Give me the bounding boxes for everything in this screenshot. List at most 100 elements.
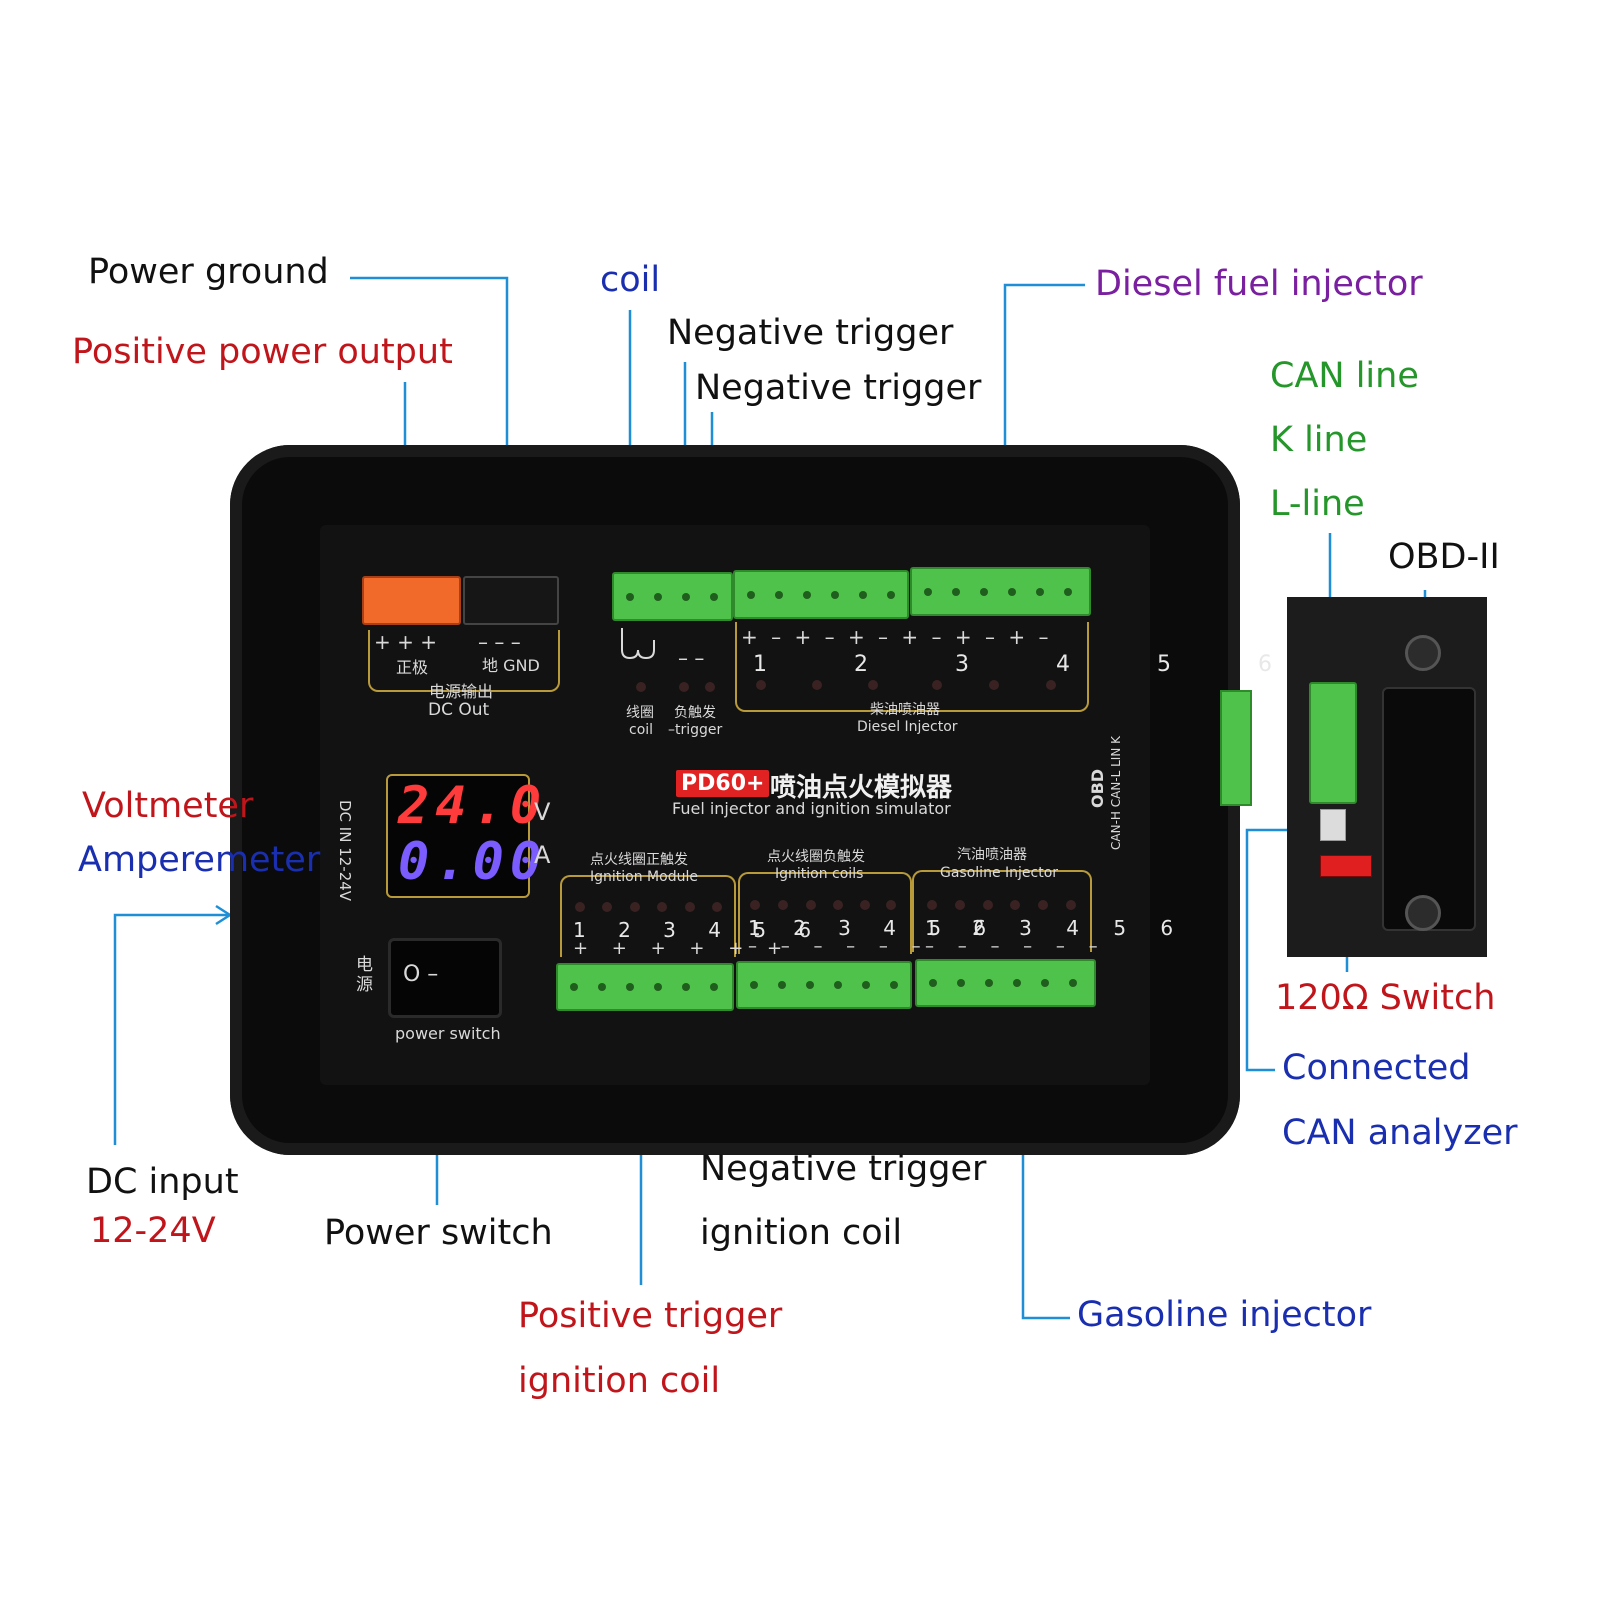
ign-module-en: Ignition Module (590, 869, 698, 885)
callout-dc-input: DC input (86, 1162, 239, 1202)
dc-in-side-label: DC IN 12-24V (336, 800, 354, 902)
obd-side-connector[interactable] (1220, 690, 1252, 806)
unit-amps: A (534, 841, 551, 869)
ign-coils-led-2 (778, 900, 788, 910)
obd-side-label: OBD (1088, 768, 1107, 808)
dc-out-positive-connector[interactable] (362, 576, 461, 625)
coil-trigger-connector[interactable] (612, 572, 733, 621)
gasoline-led-3 (983, 900, 993, 910)
callout-can-line: CAN line (1270, 356, 1419, 396)
ign-coils-minus-marks: – – – – – – (748, 936, 930, 957)
callout-amperemeter: Amperemeter (78, 840, 321, 880)
ign-coils-numbers: 1 2 3 4 5 6 (748, 916, 1000, 940)
gasoline-connector[interactable] (915, 959, 1096, 1007)
obd-mount-screw-bottom (1405, 895, 1441, 931)
callout-k-line: K line (1270, 420, 1368, 460)
dc-out-cn: 电源输出 (429, 682, 494, 701)
callout-voltmeter: Voltmeter (82, 786, 254, 826)
title-cn: 喷油点火模拟器 (770, 773, 953, 803)
dc-out-positive-cn: 正极 (396, 658, 429, 677)
ign-coils-led-5 (860, 900, 870, 910)
diesel-cn: 柴油喷油器 (870, 702, 940, 718)
can-analyzer-port[interactable] (1320, 809, 1346, 841)
callout-diesel-fuel-injector: Diesel fuel injector (1095, 264, 1423, 304)
diesel-en: Diesel Injector (857, 719, 958, 735)
diesel-connector-1[interactable] (733, 570, 909, 619)
ign-module-led-6 (712, 902, 722, 912)
can-terminal-block[interactable] (1309, 682, 1357, 804)
ign-module-plus-marks: + + + + + + (573, 938, 792, 959)
ign-coils-led-1 (750, 900, 760, 910)
ign-coils-cn: 点火线圈负触发 (767, 849, 865, 865)
ign-module-led-1 (575, 902, 585, 912)
gasoline-minus-marks: – – – – – – (925, 936, 1107, 957)
ign-coils-bracket (738, 872, 912, 954)
dc-out-gnd-connector[interactable] (463, 576, 559, 625)
gasoline-led-1 (927, 900, 937, 910)
obd-pin-labels: CAN-H CAN-L LIN K (1109, 735, 1123, 850)
neg-trigger-cn: 负触发 (674, 705, 716, 721)
meter-display (386, 774, 530, 898)
callout-120-switch: 120Ω Switch (1275, 978, 1496, 1018)
diesel-led-2 (812, 680, 822, 690)
trigger-led-1 (679, 682, 689, 692)
leader-dc-input (113, 913, 228, 1145)
callout-connected: Connected (1282, 1048, 1471, 1088)
callout-power-switch: Power switch (324, 1213, 553, 1253)
resistor-dip-switch[interactable] (1320, 855, 1372, 877)
gasoline-bracket (912, 870, 1092, 952)
gasoline-led-2 (955, 900, 965, 910)
gasoline-en: Gasoline Injector (940, 865, 1059, 881)
diesel-connector-2[interactable] (910, 567, 1091, 616)
dc-out-plus-marks: + + + (374, 630, 437, 654)
arrowhead-dc-input (215, 904, 233, 926)
ign-coils-en: Ignition coils (775, 866, 864, 882)
dc-out-bracket (368, 630, 560, 692)
trigger-minus-marks: – – (678, 646, 705, 670)
dc-out-en: DC Out (428, 700, 490, 720)
callout-negative-trigger-ign-2: ignition coil (700, 1213, 903, 1253)
power-switch-label: power switch (395, 1024, 501, 1043)
ign-module-led-3 (630, 902, 640, 912)
gasoline-led-5 (1038, 900, 1048, 910)
obd-connector-slot (1382, 687, 1476, 931)
diesel-led-3 (868, 680, 878, 690)
dc-out-gnd-label: 地 GND (482, 656, 540, 675)
diesel-led-5 (989, 680, 999, 690)
coil-cn: 线圈 (626, 705, 654, 721)
callout-positive-trigger-ign-2: ignition coil (518, 1361, 721, 1401)
obd-inset-photo (1287, 597, 1487, 957)
obd-mount-screw-top (1405, 635, 1441, 671)
coil-symbol-icon (621, 628, 655, 660)
diesel-led-4 (932, 680, 942, 690)
callout-can-analyzer: CAN analyzer (1282, 1113, 1518, 1153)
diesel-polarity-marks: + – + – + – + – + – + – (741, 625, 1052, 649)
voltage-reading: 24.0 (398, 776, 548, 836)
subtitle-en: Fuel injector and ignition simulator (672, 799, 951, 818)
gasoline-numbers: 1 2 3 4 5 6 (925, 916, 1188, 940)
ign-module-connector[interactable] (556, 963, 734, 1011)
callout-dc-input-range: 12-24V (90, 1211, 216, 1251)
gasoline-cn: 汽油喷油器 (957, 847, 1027, 863)
unit-volts: V (534, 798, 551, 826)
neg-trigger-en: –trigger (668, 722, 723, 738)
diesel-led-6 (1046, 680, 1056, 690)
ign-coils-led-3 (806, 900, 816, 910)
switch-symbol: O – (403, 962, 439, 987)
callout-positive-trigger-ign-1: Positive trigger (518, 1296, 783, 1336)
ign-coils-connector[interactable] (736, 961, 912, 1009)
gasoline-led-6 (1066, 900, 1076, 910)
ign-coils-led-6 (886, 900, 896, 910)
callout-l-line: L-line (1270, 484, 1365, 524)
ign-module-cn: 点火线圈正触发 (590, 852, 688, 868)
diesel-numbers: 1 2 3 4 5 6 (753, 652, 1312, 677)
ign-module-led-4 (657, 902, 667, 912)
trigger-led-2 (705, 682, 715, 692)
callout-negative-trigger-ign-1: Negative trigger (700, 1149, 987, 1189)
coil-led (636, 682, 646, 692)
diesel-bracket (735, 622, 1089, 712)
callout-obd-ii: OBD-II (1388, 537, 1500, 577)
ign-module-led-2 (602, 902, 612, 912)
power-switch-rocker[interactable] (388, 938, 502, 1018)
diesel-led-1 (756, 680, 766, 690)
